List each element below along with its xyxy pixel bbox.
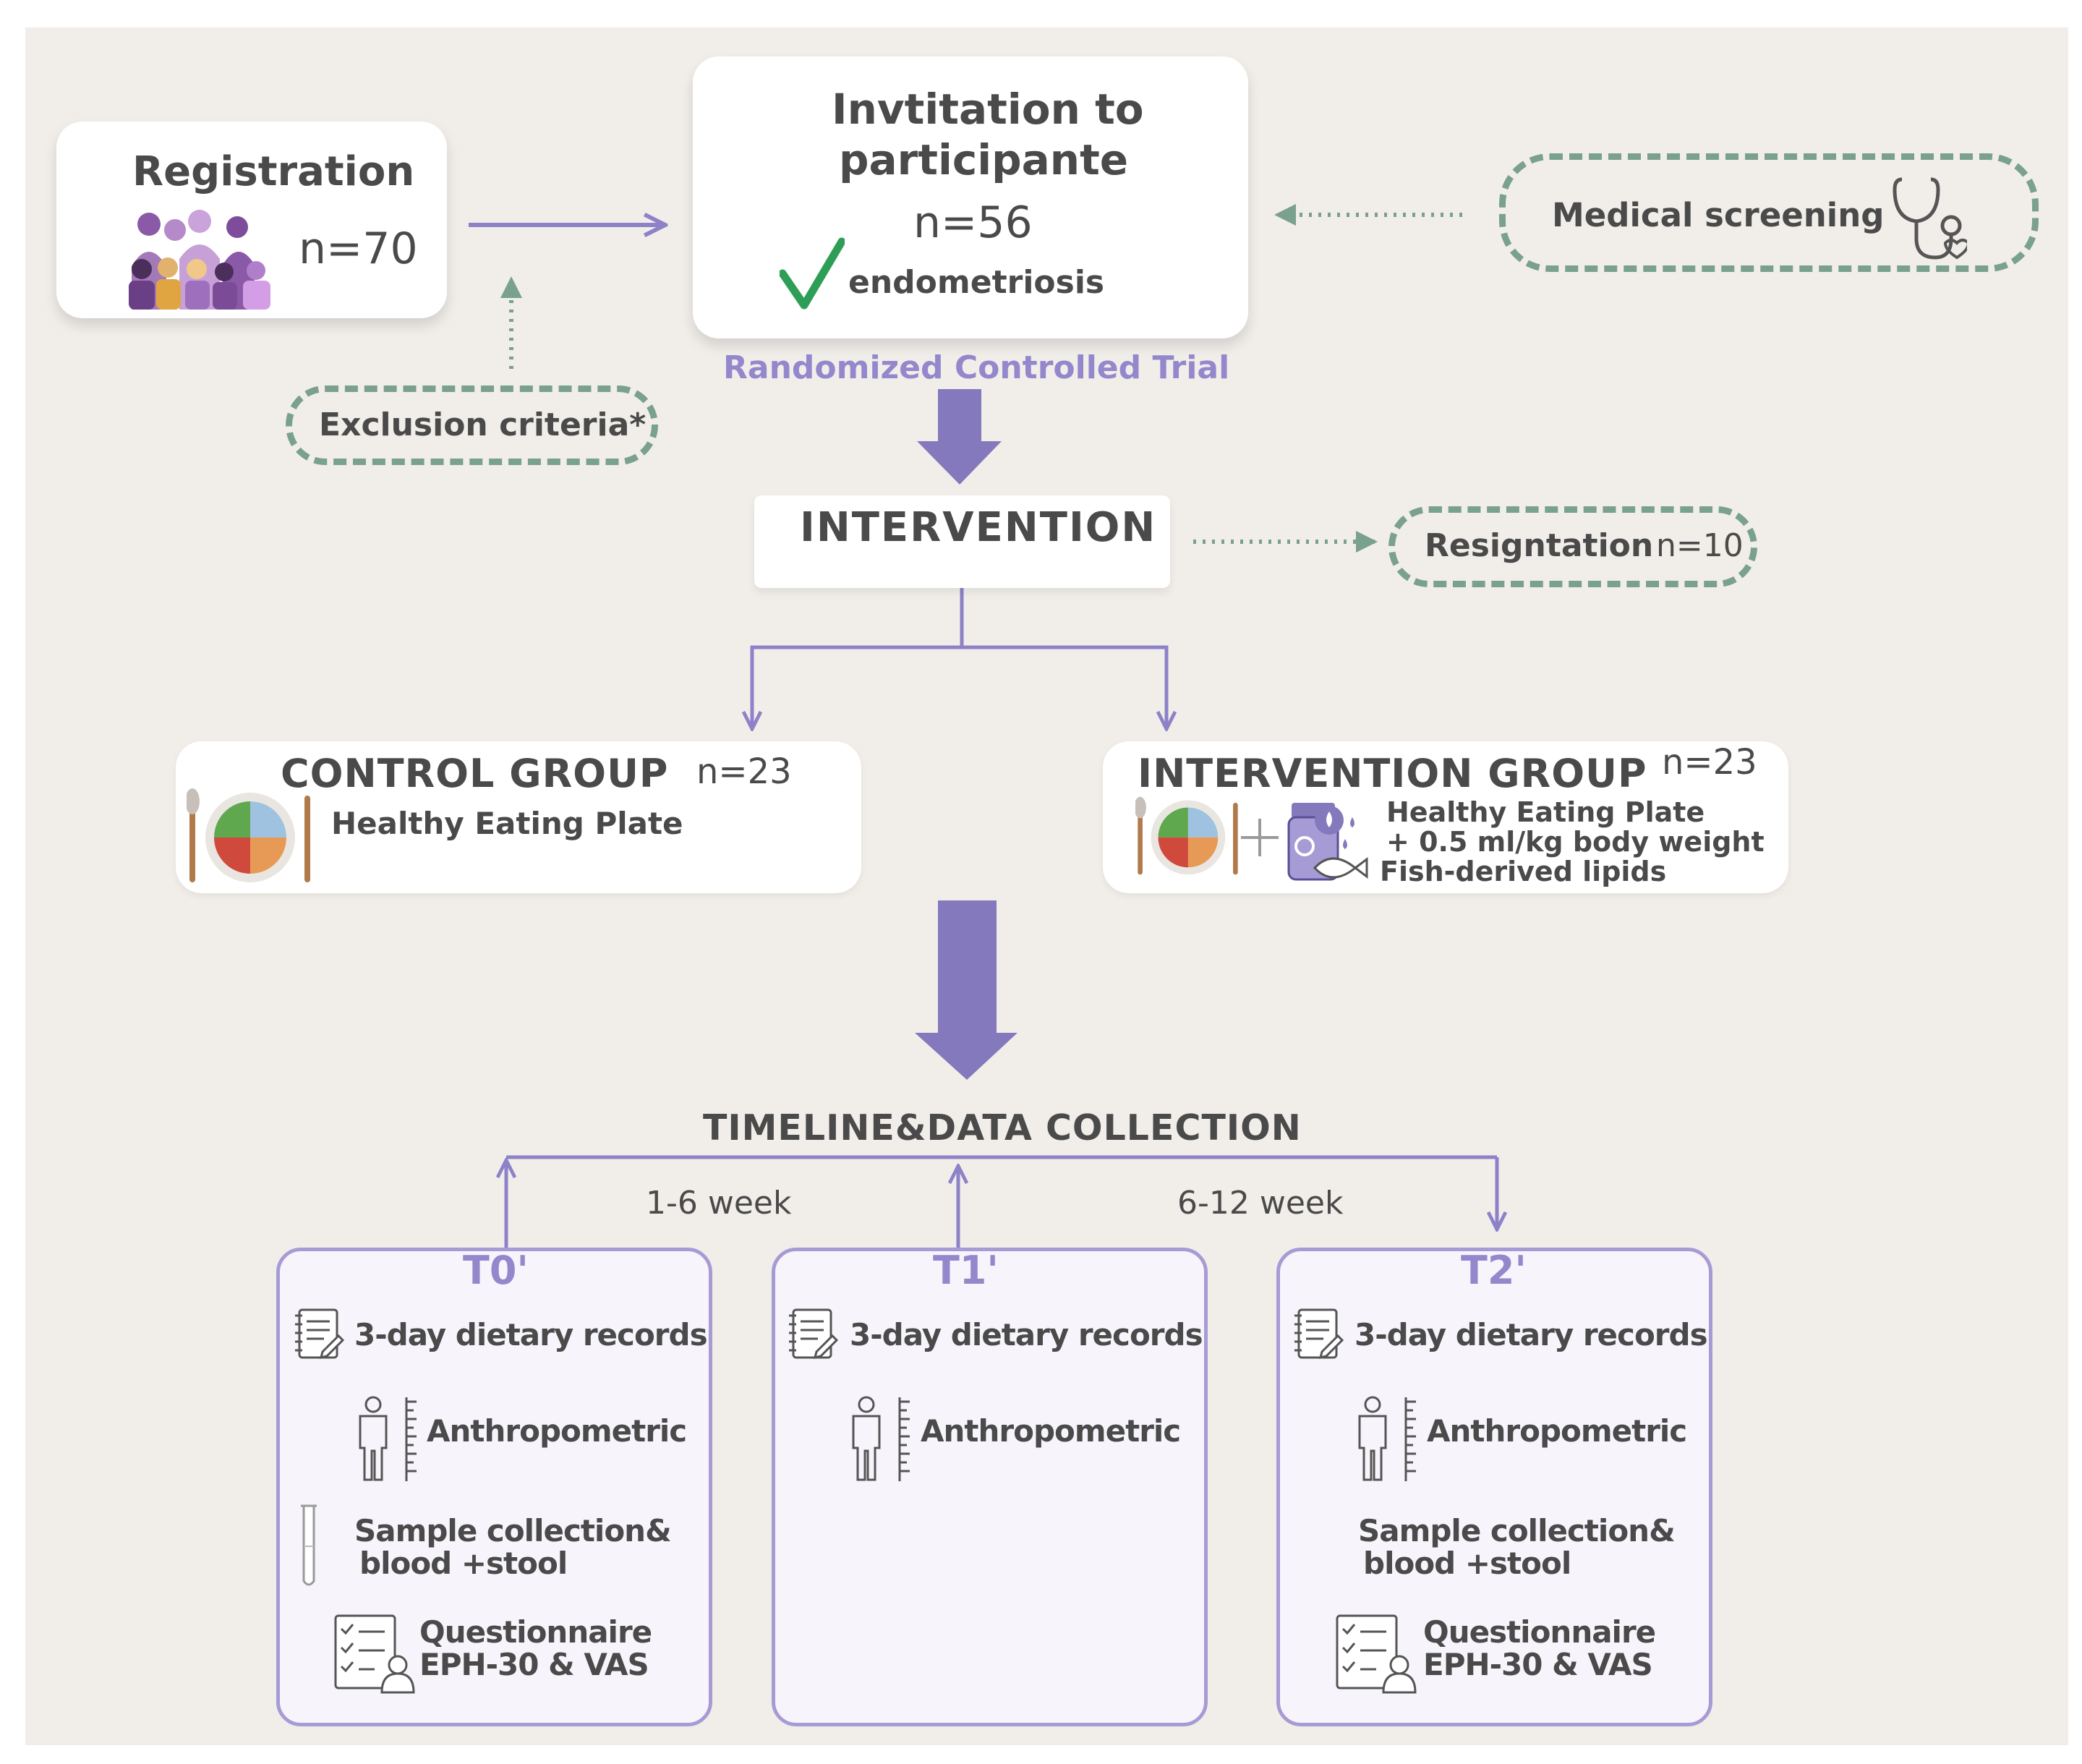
invitation-criterion: endometriosis bbox=[848, 264, 1105, 301]
invitation-title-line1: Invtitation to bbox=[832, 85, 1144, 134]
intervention-group-count: n=23 bbox=[1662, 742, 1757, 783]
invitation-box bbox=[693, 56, 1248, 338]
t2-questionnaire-line2: EPH-30 & VAS bbox=[1423, 1647, 1653, 1682]
timeline-interval-1: 1-6 week bbox=[646, 1185, 792, 1222]
fish-oil-icon bbox=[1287, 803, 1368, 881]
notebook-icon bbox=[295, 1308, 345, 1360]
t2-label: T2' bbox=[1461, 1248, 1527, 1293]
plus-icon bbox=[1241, 819, 1279, 856]
check-mark-icon bbox=[780, 237, 845, 310]
registration-count: n=70 bbox=[299, 223, 418, 274]
t1-box bbox=[772, 1248, 1208, 1726]
exclusion-criteria-box bbox=[286, 385, 658, 465]
t0-questionnaire-line2: EPH-30 & VAS bbox=[419, 1647, 649, 1682]
questionnaire-icon bbox=[1336, 1614, 1417, 1694]
medical-screening-label: Medical screening bbox=[1552, 196, 1885, 234]
control-group-desc: Healthy Eating Plate bbox=[331, 806, 683, 841]
anthropometric-icon bbox=[852, 1396, 910, 1481]
control-group-count: n=23 bbox=[696, 751, 792, 792]
t0-sample-line1: Sample collection& bbox=[354, 1513, 672, 1548]
medical-screening-box bbox=[1499, 153, 2039, 272]
intervention-label: INTERVENTION bbox=[800, 504, 1157, 551]
t2-questionnaire-line1: Questionnaire bbox=[1423, 1614, 1656, 1650]
t1-anthropometric: Anthropometric bbox=[921, 1413, 1181, 1449]
resignation-label: Resigntation bbox=[1425, 527, 1654, 564]
notebook-icon bbox=[1294, 1308, 1344, 1360]
invitation-title-line2: participante bbox=[839, 135, 1129, 184]
anthropometric-icon bbox=[1358, 1396, 1416, 1481]
t2-dietary: 3-day dietary records bbox=[1354, 1317, 1708, 1352]
big-arrow-to-timeline bbox=[915, 900, 1017, 1080]
intervention-group-title: INTERVENTION GROUP bbox=[1138, 751, 1647, 796]
intervention-group-line2: + 0.5 ml/kg body weight bbox=[1386, 826, 1765, 858]
stethoscope-icon bbox=[1893, 177, 1967, 260]
big-arrow-to-intervention bbox=[917, 389, 1002, 485]
intervention-group-line1: Healthy Eating Plate bbox=[1386, 796, 1705, 828]
t2-sample-line1: Sample collection& bbox=[1358, 1513, 1676, 1548]
t0-sample-line2: blood +stool bbox=[359, 1546, 568, 1581]
t0-anthropometric: Anthropometric bbox=[427, 1413, 687, 1449]
control-group-title: CONTROL GROUP bbox=[281, 751, 669, 796]
notebook-icon bbox=[789, 1308, 839, 1360]
t0-label: T0' bbox=[463, 1248, 529, 1293]
t0-questionnaire-line1: Questionnaire bbox=[419, 1614, 652, 1650]
timeline-interval-2: 6-12 week bbox=[1177, 1185, 1344, 1222]
resignation-box bbox=[1388, 506, 1757, 587]
anthropometric-icon bbox=[359, 1396, 417, 1481]
plate-icon bbox=[1135, 796, 1238, 875]
questionnaire-icon bbox=[334, 1614, 415, 1694]
t1-label: T1' bbox=[933, 1248, 999, 1293]
t0-dietary: 3-day dietary records bbox=[354, 1317, 708, 1352]
t2-anthropometric: Anthropometric bbox=[1427, 1413, 1687, 1449]
registration-title: Registration bbox=[132, 148, 415, 195]
t1-dietary: 3-day dietary records bbox=[850, 1317, 1203, 1352]
people-group-icon bbox=[129, 210, 270, 310]
plate-icon bbox=[187, 788, 310, 882]
intervention-group-line3: Fish-derived lipids bbox=[1380, 856, 1667, 887]
resignation-count: n=10 bbox=[1656, 527, 1744, 564]
exclusion-criteria-label: Exclusion criteria* bbox=[319, 406, 647, 443]
intervention-box bbox=[754, 495, 1170, 588]
test-tube-icon bbox=[301, 1504, 317, 1586]
branch-lines bbox=[752, 587, 964, 729]
rct-label: Randomized Controlled Trial bbox=[723, 349, 1230, 386]
invitation-count: n=56 bbox=[913, 197, 1033, 248]
timeline-title: TIMELINE&DATA COLLECTION bbox=[703, 1107, 1302, 1149]
t2-sample-line2: blood +stool bbox=[1363, 1546, 1571, 1581]
